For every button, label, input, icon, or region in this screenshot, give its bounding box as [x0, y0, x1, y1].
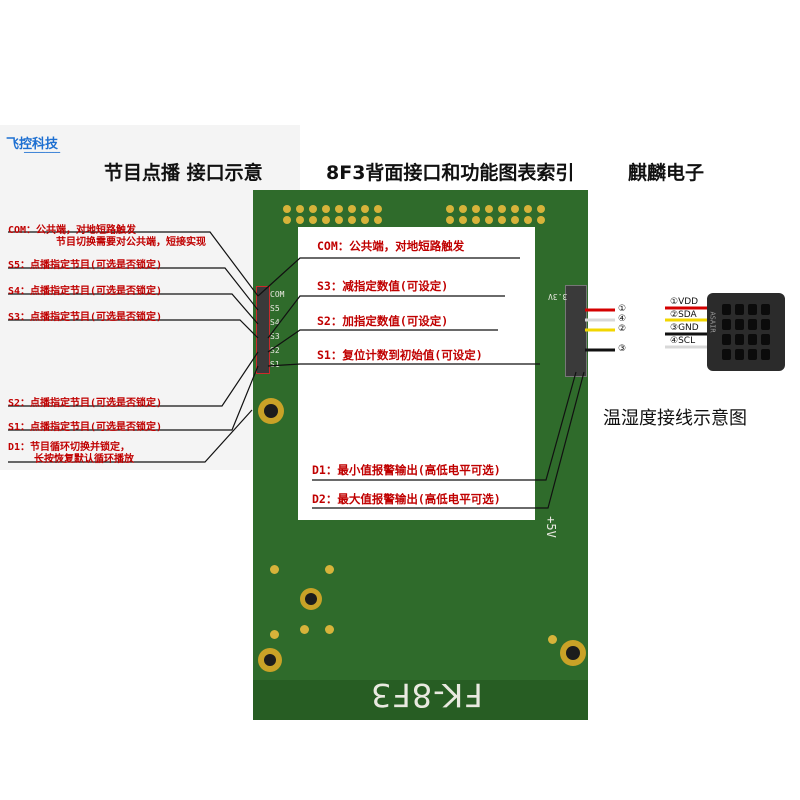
pcb-via-pad: [511, 205, 519, 213]
sensor-vent-grid: [722, 304, 770, 360]
pcb-via-pad: [524, 205, 532, 213]
pcb-via-pad: [485, 216, 493, 224]
title-part-1: 节目点播 接口示意: [104, 162, 263, 184]
pcb-via-pad: [472, 216, 480, 224]
pcb-via-pad: [270, 565, 279, 574]
left-pin-header: [256, 286, 270, 374]
pcb-via-pad: [472, 205, 480, 213]
title-part-2: 8F3背面接口和功能图表索引: [326, 162, 575, 184]
mounting-hole-center: [264, 404, 278, 418]
leader-line-s3: [8, 319, 259, 339]
title-part-3: 麒麟电子: [628, 162, 705, 184]
leader-line-com: [8, 231, 259, 297]
wire-number-4: ④: [618, 314, 627, 324]
box-label-d2: D2：最大值报警输出(高低电平可选): [312, 492, 501, 506]
header-silk-com: COM: [270, 290, 285, 299]
label-s3: S3：点播指定节目(可选是否锁定): [8, 312, 163, 323]
label-s1: S1：点播指定节目(可选是否锁定): [8, 422, 163, 433]
pcb-via-pad: [361, 216, 369, 224]
leader-line-s4: [8, 293, 259, 325]
pcb-via-pad: [309, 216, 317, 224]
label-com-1: COM：公共端，对地短路触发: [8, 225, 137, 236]
wire-number-3: ③: [618, 344, 627, 354]
pcb-via-pad: [537, 205, 545, 213]
box-label-s3: S3：减指定数值(可设定): [317, 279, 449, 293]
label-d1-1: D1：节目循环切换并锁定，: [8, 442, 131, 453]
pcb-via-pad: [322, 205, 330, 213]
wire-number-2: ②: [618, 324, 627, 334]
pcb-bottom-shade: [253, 680, 588, 720]
leader-line-s2: [8, 351, 259, 407]
pcb-via-pad: [498, 205, 506, 213]
pcb-via-pad: [511, 216, 519, 224]
pcb-via-pad: [537, 216, 545, 224]
logo-text: 飞控科技: [6, 137, 59, 152]
pcb-via-pad: [335, 205, 343, 213]
sensor-pin-sda: ②SDA: [670, 310, 697, 320]
pcb-via-pad: [296, 216, 304, 224]
pcb-via-pad: [446, 216, 454, 224]
label-com-2: 节目切换需要对公共端，短接实现: [56, 237, 206, 248]
pcb-via-pad: [322, 216, 330, 224]
wiring-caption: 温湿度接线示意图: [603, 408, 747, 429]
wire-number-1: ①: [618, 304, 627, 314]
sensor-pin-gnd: ③GND: [670, 323, 699, 333]
pcb-via-pad: [524, 216, 532, 224]
pcb-via-pad: [348, 216, 356, 224]
temperature-humidity-sensor: [707, 293, 785, 371]
leader-line-s5: [8, 267, 259, 311]
leader-line-box-s1: [267, 363, 540, 367]
pcb-via-pad: [325, 565, 334, 574]
leader-line-d1: [8, 409, 253, 463]
pcb-via-pad: [300, 625, 309, 634]
pcb-via-pad: [335, 216, 343, 224]
pcb-via-pad: [459, 216, 467, 224]
leader-line-box-s3: [267, 295, 505, 339]
leader-line-box-com: [257, 257, 520, 297]
pcb-via-pad: [283, 205, 291, 213]
pcb-via-pad: [485, 205, 493, 213]
header-silk-s5: S5: [270, 304, 280, 313]
box-label-d1: D1：最小值报警输出(高低电平可选): [312, 463, 501, 477]
pcb-via-pad: [548, 635, 557, 644]
pcb-via-pad: [498, 216, 506, 224]
leader-line-s1: [8, 365, 259, 431]
pcb-via-pad: [446, 205, 454, 213]
company-logo: 飞控科技: [6, 133, 58, 152]
label-d1-2: 长按恢复默认循环播放: [34, 454, 134, 465]
pcb-via-pad: [325, 625, 334, 634]
pcb-via-pad: [374, 216, 382, 224]
pcb-via-pad: [296, 205, 304, 213]
leader-line-box-s2: [267, 329, 498, 353]
pcb-via-pad: [309, 205, 317, 213]
box-label-com: COM：公共端，对地短路触发: [317, 239, 465, 253]
box-label-s1: S1：复位计数到初始值(可设定): [317, 348, 483, 362]
pcb-via-pad: [270, 630, 279, 639]
label-s5: S5：点播指定节目(可选是否锁定): [8, 260, 163, 271]
sensor-pin-scl: ④SCL: [670, 336, 696, 346]
mounting-hole-center: [566, 646, 580, 660]
header-silk-s2: S2: [270, 346, 280, 355]
mounting-hole-center: [305, 593, 317, 605]
sensor-pin-vdd: ①VDD: [670, 297, 699, 307]
box-label-s2: S2：加指定数值(可设定): [317, 314, 449, 328]
header-silk-s1: S1: [270, 360, 280, 369]
pcb-via-pad: [348, 205, 356, 213]
sensor-brand: ASAIR: [708, 311, 717, 333]
pcb-via-pad: [459, 205, 467, 213]
mounting-hole-center: [264, 654, 276, 666]
label-s2: S2：点播指定节目(可选是否锁定): [8, 398, 163, 409]
pcb-via-pad: [361, 205, 369, 213]
leader-line-box-d2: [312, 371, 585, 509]
header-silk-s3: S3: [270, 332, 280, 341]
header-silk-s4: S4: [270, 318, 280, 327]
logo-subtext-decoration: ━━━━━━━━━━━━: [24, 150, 61, 156]
function-index-box: [298, 227, 535, 520]
leader-line-box-d1: [312, 371, 577, 481]
label-s4: S4：点播指定节目(可选是否锁定): [8, 286, 163, 297]
pcb-via-pad: [374, 205, 382, 213]
pcb-via-pad: [283, 216, 291, 224]
